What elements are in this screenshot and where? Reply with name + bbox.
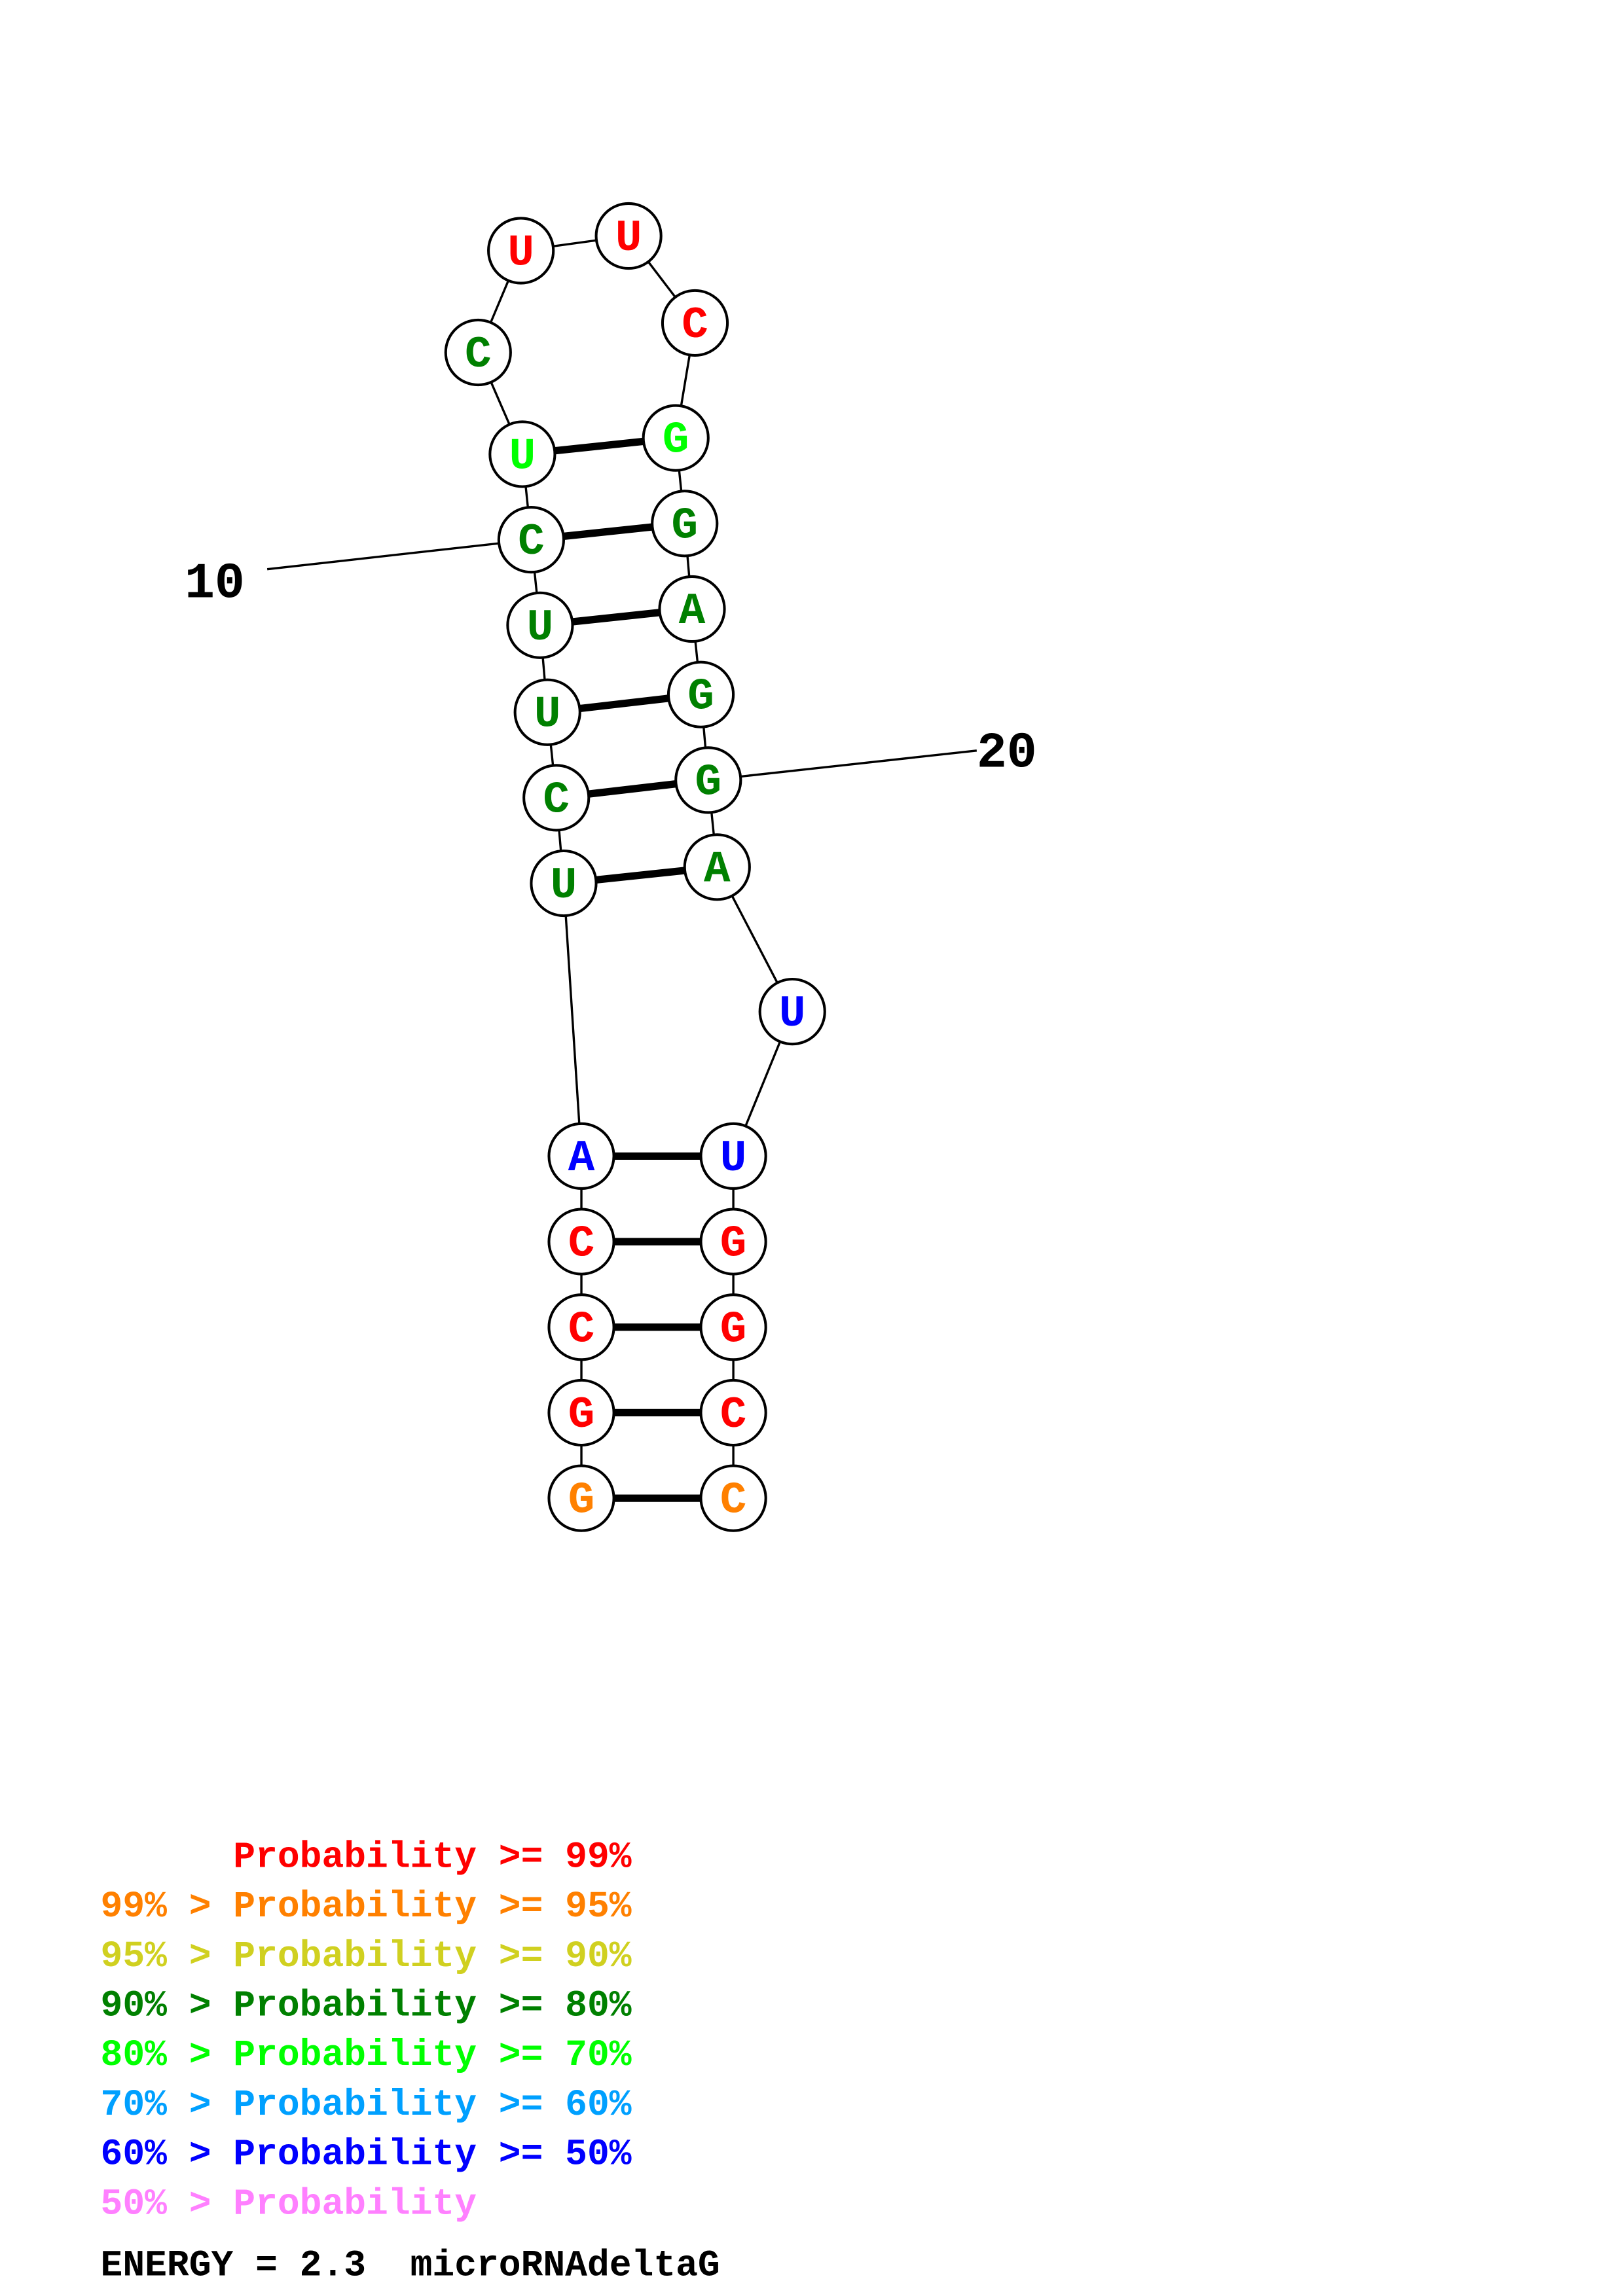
nucleotide-letter: U: [527, 603, 554, 653]
nucleotide: U: [530, 849, 598, 918]
nucleotide-letter: C: [543, 776, 570, 825]
nucleotide-letter: U: [779, 990, 806, 1039]
nucleotide-letter: U: [551, 861, 577, 911]
nucleotide-circle: [699, 1378, 767, 1447]
nucleotide-circle: [699, 1208, 767, 1276]
nucleotide-letter: C: [720, 1477, 747, 1526]
nucleotide: C: [547, 1293, 615, 1361]
legend-entry: 70% > Probability >= 60%: [101, 2084, 632, 2126]
nucleotide-letter: G: [663, 416, 689, 466]
nucleotide-circle: [547, 1464, 615, 1532]
nucleotide-circle: [547, 1293, 615, 1361]
nucleotide: G: [699, 1208, 767, 1276]
nucleotide: C: [522, 764, 591, 832]
nucleotide: A: [547, 1122, 615, 1190]
nucleotide-circle: [530, 849, 598, 918]
nucleotide-circle: [487, 217, 555, 285]
legend-entry: 90% > Probability >= 80%: [101, 1984, 632, 2026]
nucleotide-circle: [699, 1464, 767, 1532]
nucleotide: C: [444, 318, 512, 387]
nucleotide-circle: [666, 660, 735, 728]
nucleotide-circle: [699, 1122, 767, 1190]
nucleotide-letter: G: [720, 1220, 747, 1270]
nucleotide-circle: [522, 764, 591, 832]
nucleotide-circle: [674, 746, 742, 814]
position-label-line: [266, 538, 532, 571]
nucleotide-letter: G: [687, 673, 714, 723]
backbone-link: [562, 883, 583, 1157]
position-label: 20: [977, 726, 1037, 783]
nucleotide-letter: G: [720, 1305, 747, 1355]
nucleotide-letter: C: [568, 1305, 595, 1355]
nucleotide-circle: [658, 575, 726, 643]
nucleotide-letter: U: [507, 229, 534, 279]
nucleotide-letter: G: [568, 1391, 595, 1441]
legend-entry: 80% > Probability >= 70%: [101, 2034, 632, 2076]
nucleotide-letter: C: [465, 331, 492, 380]
nucleotide: U: [513, 678, 581, 746]
nucleotide-circle: [547, 1208, 615, 1276]
legend-entry: 95% > Probability >= 90%: [101, 1935, 632, 1977]
nucleotide: A: [658, 575, 726, 643]
nucleotide-letter: A: [568, 1134, 595, 1184]
legend-entry: 99% > Probability >= 95%: [101, 1886, 632, 1928]
nucleotide: C: [699, 1464, 767, 1532]
position-label: 10: [185, 556, 245, 613]
nucleotide: U: [487, 217, 555, 285]
nucleotide-circle: [506, 591, 574, 659]
nucleotide-letter: C: [682, 301, 708, 351]
nucleotide-circle: [758, 977, 826, 1046]
nucleotide: C: [547, 1208, 615, 1276]
nucleotide: U: [699, 1122, 767, 1190]
nucleotide: G: [642, 404, 710, 472]
nucleotide: G: [699, 1293, 767, 1361]
nucleotide-letter: C: [720, 1391, 747, 1441]
position-label-line: [708, 749, 977, 781]
nucleotide: U: [506, 591, 574, 659]
nucleotide-circle: [444, 318, 512, 387]
nucleotide-circle: [683, 833, 751, 901]
nucleotide-circle: [547, 1122, 615, 1190]
nucleotide: A: [683, 833, 751, 901]
nucleotide: U: [758, 977, 826, 1046]
nucleotide: U: [594, 202, 663, 270]
nucleotide: G: [547, 1378, 615, 1447]
legend-entry: Probability >= 99%: [101, 1836, 632, 1878]
nucleotide: G: [651, 490, 719, 558]
nucleotide-letter: U: [534, 691, 561, 740]
nucleotide-letter: G: [695, 758, 722, 808]
nucleotide-circle: [594, 202, 663, 270]
nucleotide: G: [674, 746, 742, 814]
nucleotide: U: [488, 420, 556, 488]
nucleotide-letter: G: [671, 501, 698, 551]
nucleotide: C: [699, 1378, 767, 1447]
legend-entry: 60% > Probability >= 50%: [101, 2134, 632, 2176]
nucleotide: G: [547, 1464, 615, 1532]
nucleotide-letter: G: [568, 1477, 595, 1526]
nucleotide-circle: [488, 420, 556, 488]
nucleotide-letter: U: [615, 214, 642, 264]
nucleotide-circle: [497, 506, 566, 574]
nucleotide-letter: C: [568, 1220, 595, 1270]
nucleotide-circle: [513, 678, 581, 746]
nucleotide-letter: U: [509, 432, 536, 482]
nucleotide-letter: U: [720, 1134, 747, 1184]
nucleotide-letter: C: [518, 518, 545, 567]
legend-entry: 50% > Probability: [101, 2183, 477, 2225]
nucleotide: G: [666, 660, 735, 728]
nucleotide-letter: A: [679, 587, 706, 637]
nucleotide-letter: A: [704, 845, 731, 895]
nucleotide-circle: [651, 490, 719, 558]
nucleotide-circle: [547, 1378, 615, 1447]
nucleotide-circle: [642, 404, 710, 472]
nucleotide-circle: [661, 289, 729, 357]
nucleotide: C: [497, 506, 566, 574]
energy-label: ENERGY = 2.3 microRNAdeltaG: [101, 2244, 720, 2286]
nucleotide: C: [661, 289, 729, 357]
nucleotide-circle: [699, 1293, 767, 1361]
